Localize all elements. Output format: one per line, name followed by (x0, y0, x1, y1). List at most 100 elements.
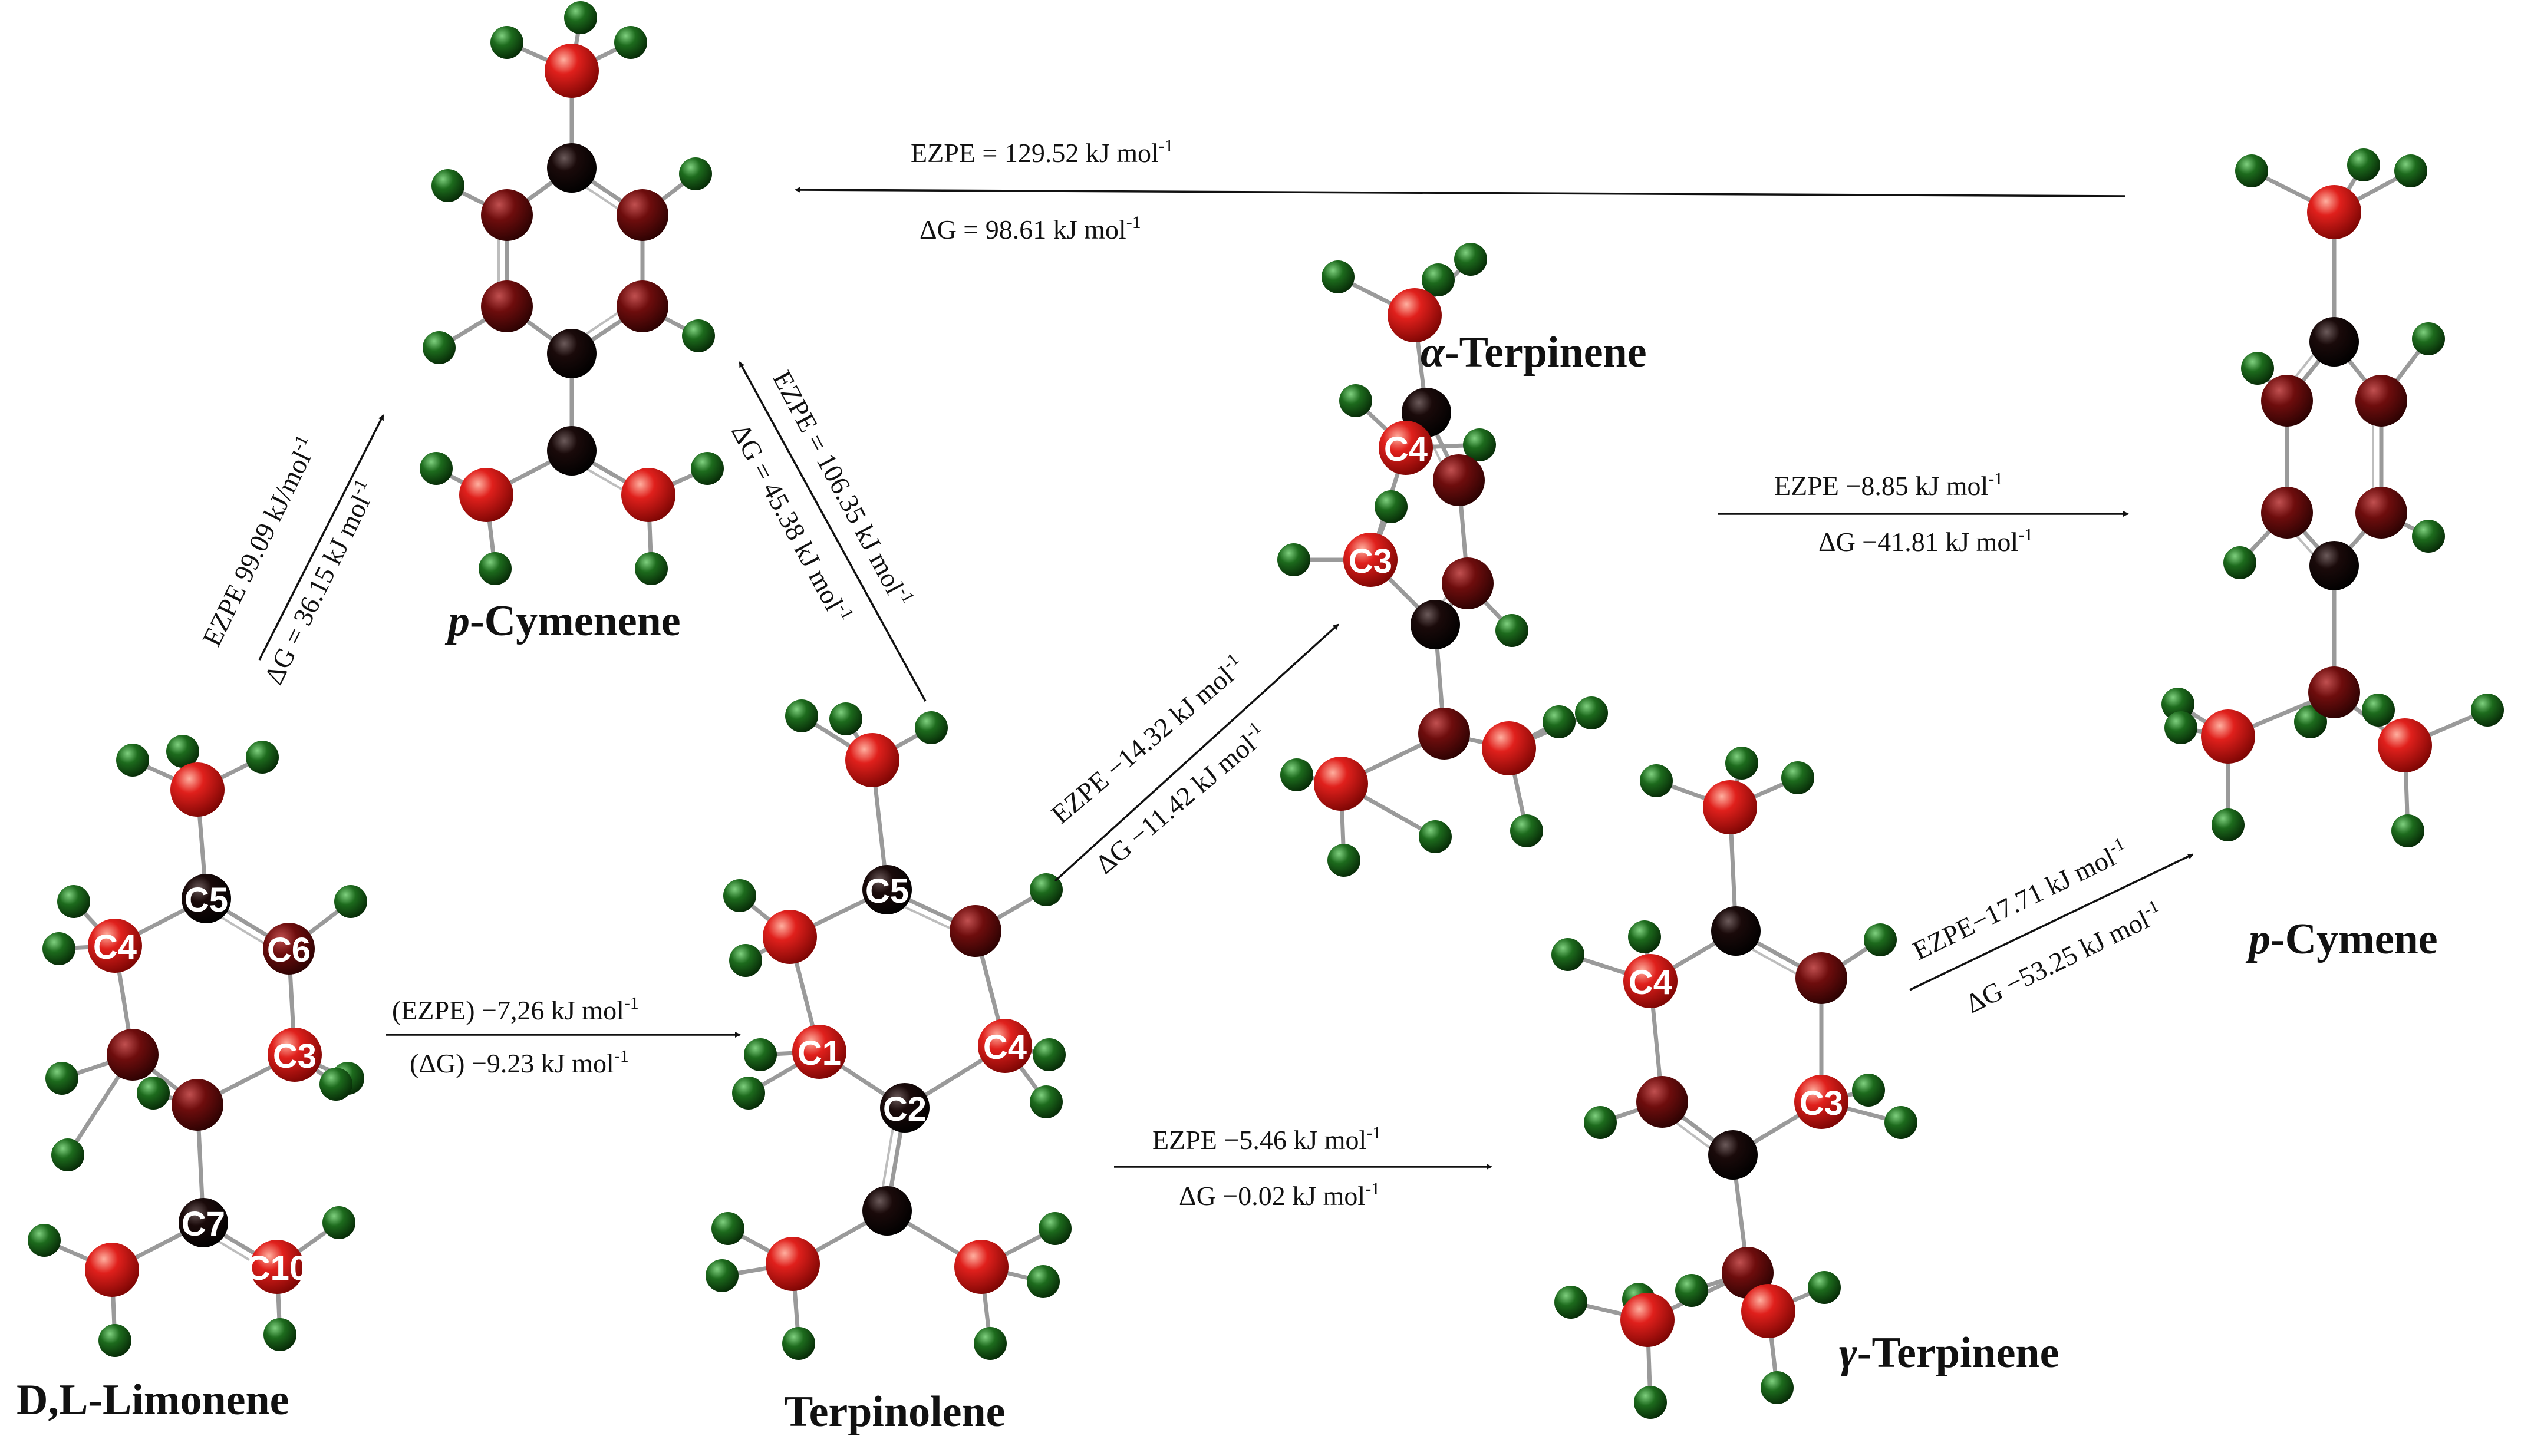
hydrogen-atom (1852, 1074, 1885, 1107)
hydrogen-atom (1808, 1271, 1841, 1304)
hydrogen-atom (682, 319, 715, 352)
atom-label-gam_c4: C4 (1629, 963, 1672, 1002)
carbon-atom-red (1623, 954, 1678, 1008)
arrow-terpinolene-to-alpha (1054, 623, 1339, 882)
hydrogen-atom (1640, 764, 1673, 797)
carbon-atom-dark (2355, 375, 2407, 427)
carbon-atom-dark (263, 923, 315, 975)
arrow-terpinolene-to-pcymenene (739, 361, 927, 702)
hydrogen-atom (829, 702, 862, 735)
hydrogen-atom (635, 552, 668, 585)
hydrogen-atom (1675, 1274, 1708, 1307)
hydrogen-atom (1454, 243, 1487, 276)
hydrogen-atom (420, 452, 453, 485)
carbon-atom-dark (617, 189, 668, 241)
carbon-atom-red (170, 762, 225, 817)
carbon-atom-black (862, 1186, 912, 1236)
carbon-atom-dark (1433, 454, 1485, 506)
atom-label-lim_c4: C4 (93, 928, 137, 966)
hydrogen-atom (1725, 747, 1758, 780)
carbon-atom-black (2309, 317, 2359, 367)
hydrogen-atom (166, 735, 199, 768)
carbon-atom-red (268, 1028, 322, 1082)
hydrogen-atom (711, 1212, 744, 1245)
carbon-atom-red (250, 1240, 304, 1294)
hydrogen-atom (423, 331, 456, 364)
arrow-limonene-to-pcymenene (258, 414, 384, 661)
hydrogen-atom (1327, 844, 1360, 877)
name-alpha-terpinene: α-Terpinene (1421, 328, 1647, 377)
atom-label-ter_c1: C1 (798, 1034, 841, 1072)
hydrogen-atom (319, 1068, 352, 1101)
carbon-atom-red (545, 44, 599, 98)
carbon-atom-dark (1636, 1076, 1688, 1128)
hydrogen-atom (479, 552, 512, 585)
ezpe-pcymene-pcymenene: EZPE = 129.52 kJ mol-1 (911, 136, 1174, 168)
carbon-atom-dark (950, 905, 1001, 957)
carbon-atom-dark (2308, 666, 2360, 718)
dg-alpha-pcymene: ΔG −41.81 kJ mol-1 (1818, 525, 2033, 557)
carbon-atom-red (1741, 1284, 1795, 1338)
ezpe-alpha-pcymene: EZPE −8.85 kJ mol-1 (1774, 469, 2003, 501)
dg-pcymene-pcymenene: ΔG = 98.61 kJ mol-1 (920, 213, 1141, 245)
hydrogen-atom (1575, 696, 1608, 729)
carbon-atom-red (621, 468, 675, 522)
carbon-atom-red (978, 1019, 1032, 1073)
carbon-atom-red (2378, 718, 2432, 772)
hydrogen-atom (2391, 814, 2424, 847)
carbon-atom-red (1703, 780, 1757, 834)
carbon-atom-black (547, 426, 597, 476)
hydrogen-atom (1864, 923, 1897, 956)
name-limonene: D,L-Limonene (17, 1376, 289, 1424)
hydrogen-atom (2164, 711, 2197, 744)
hydrogen-atom (116, 744, 149, 777)
hydrogen-atom (2241, 352, 2274, 385)
hydrogen-atom (51, 1138, 84, 1171)
carbon-atom-black (182, 874, 231, 923)
hydrogen-atom (1322, 260, 1355, 293)
carbon-atom-black (862, 865, 912, 914)
atom-label-alp_c4: C4 (1384, 430, 1428, 468)
molecule-p-cymene (2161, 148, 2504, 847)
hydrogen-atom (1277, 543, 1310, 576)
carbon-atom-black (1711, 906, 1761, 956)
hydrogen-atom (42, 932, 75, 965)
hydrogen-atom (614, 26, 647, 59)
arrow-pcymene-to-pcymenene (795, 187, 2125, 197)
atom-label-lim_c3: C3 (273, 1037, 317, 1075)
hydrogen-atom (2412, 520, 2445, 553)
hydrogen-atom (1884, 1106, 1917, 1139)
hydrogen-atom (1033, 1038, 1066, 1071)
carbon-atom-red (792, 1025, 846, 1079)
dg-limonene-terpinolene: (ΔG) −9.23 kJ mol-1 (410, 1046, 629, 1078)
hydrogen-atom (98, 1324, 131, 1357)
hydrogen-atom (28, 1224, 61, 1257)
carbon-atom-black (2309, 541, 2359, 590)
carbon-atom-dark (2261, 487, 2313, 539)
atom-label-gam_c3: C3 (1800, 1084, 1843, 1122)
hydrogen-atom (1280, 758, 1313, 791)
hydrogen-atom (2235, 154, 2268, 187)
hydrogen-atom (782, 1327, 815, 1360)
hydrogen-atom (1030, 1085, 1063, 1118)
hydrogen-atom (1634, 1386, 1667, 1419)
carbon-atom-red (459, 468, 513, 522)
hydrogen-atom (2362, 694, 2395, 727)
carbon-atom-red (2307, 185, 2361, 239)
carbon-atom-black (880, 1083, 930, 1133)
carbon-atom-dark (481, 189, 533, 241)
hydrogen-atom (1030, 873, 1063, 906)
hydrogen-atom (322, 1206, 355, 1239)
carbon-atom-dark (481, 280, 533, 332)
carbon-atom-red (88, 919, 142, 973)
hydrogen-atom (2223, 546, 2256, 579)
hydrogen-atom (2471, 694, 2504, 727)
carbon-atom-dark (617, 280, 668, 332)
hydrogen-atom (1463, 428, 1496, 461)
hydrogen-atom (1495, 614, 1528, 647)
ezpe-terpinolene-alpha: EZPE −14.32 kJ mol-1 (1044, 649, 1251, 830)
carbon-atom-red (845, 733, 899, 787)
ezpe-terpinolene-gamma: EZPE −5.46 kJ mol-1 (1152, 1123, 1381, 1155)
